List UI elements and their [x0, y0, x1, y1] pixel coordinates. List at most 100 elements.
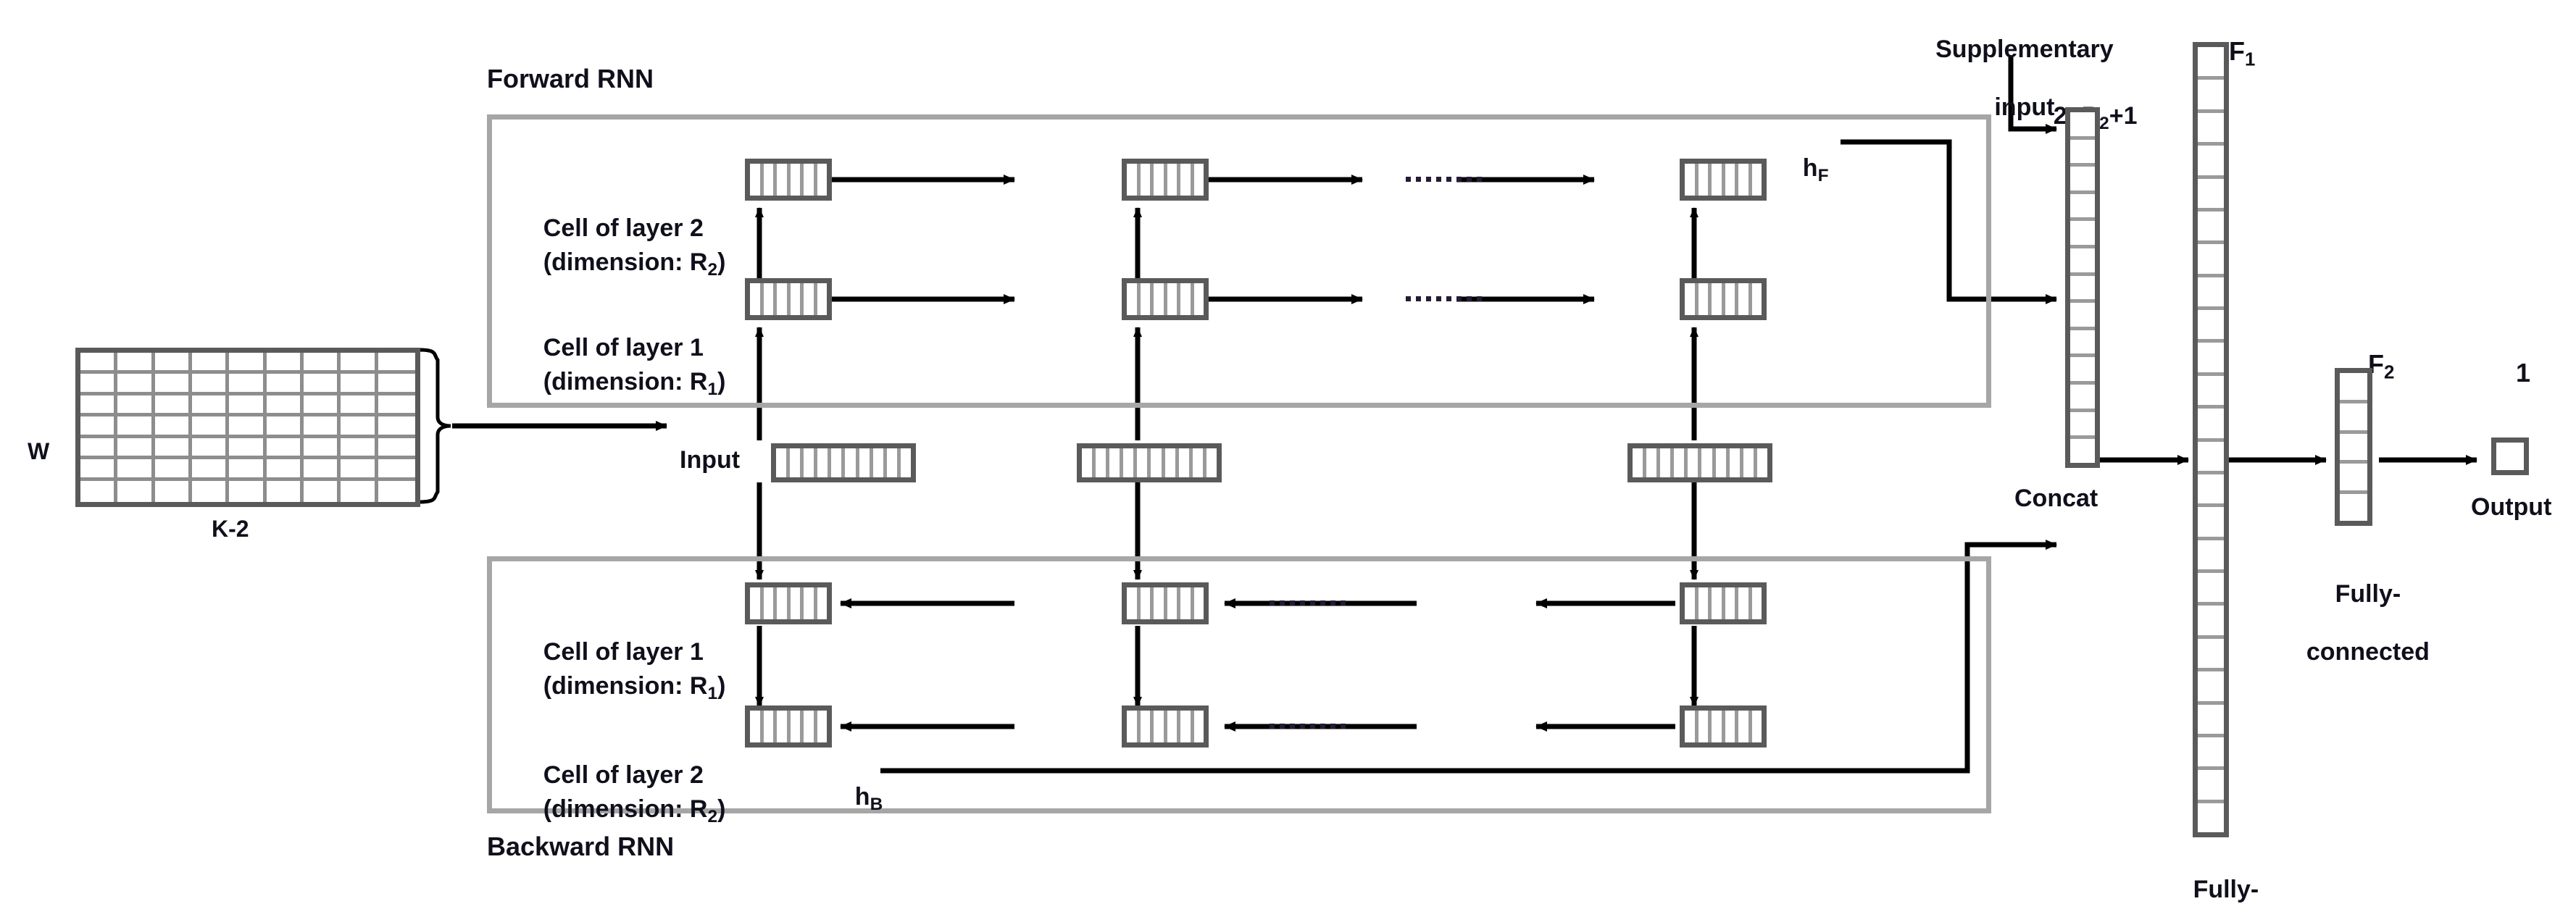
cell-unit	[1180, 164, 1194, 196]
matrix-cell	[191, 437, 230, 460]
ellipsis-dot	[1406, 177, 1411, 182]
cell-unit	[1154, 164, 1167, 196]
cell-unit	[2198, 80, 2224, 113]
matrix-cell	[266, 437, 304, 460]
cell-unit	[2198, 606, 2224, 639]
matrix-cell	[266, 416, 304, 438]
ellipsis-dot	[1477, 296, 1482, 301]
cell-unit	[1167, 711, 1180, 742]
ellipsis-dot	[1300, 724, 1305, 729]
forward-layer2-dim-sub: 2	[707, 259, 718, 280]
cell-unit	[1127, 587, 1141, 619]
matrix-brace	[418, 348, 451, 504]
cell-unit	[1167, 283, 1180, 315]
forward-layer1-dim-suffix: )	[717, 368, 726, 396]
forward-cell-layer2-t1	[745, 159, 832, 201]
cell-unit	[750, 711, 764, 742]
cell-unit	[1154, 283, 1167, 315]
cell-unit	[2198, 705, 2224, 737]
matrix-cell	[117, 353, 155, 374]
concat-caption: Concat	[2014, 485, 2098, 512]
matrix-cell	[303, 416, 341, 438]
fc1-caption: Fully- connected	[2129, 846, 2296, 917]
cell-unit	[859, 448, 873, 477]
matrix-cell	[229, 459, 267, 481]
cell-unit	[804, 587, 817, 619]
matrix-cell	[154, 374, 192, 395]
backward-layer1-dim-suffix: )	[717, 672, 726, 700]
matrix-cell	[378, 438, 415, 460]
cell-unit	[1109, 448, 1124, 477]
cell-unit	[1685, 164, 1698, 196]
matrix-cell	[378, 395, 415, 417]
fc2-caption-line1: Fully-	[2335, 580, 2401, 608]
matrix-cell	[192, 480, 230, 502]
supplementary-line1: Supplementary	[1935, 35, 2114, 64]
cell-unit	[1194, 587, 1204, 619]
matrix-cell	[229, 437, 267, 460]
input-row-label: Input	[680, 446, 741, 474]
matrix-col-label: K-2	[212, 516, 249, 542]
ellipsis-dot	[1341, 600, 1346, 606]
cell-unit	[845, 448, 859, 477]
cell-unit	[1193, 448, 1206, 477]
ellipsis-dot	[1290, 724, 1295, 729]
cell-unit	[2198, 244, 2224, 277]
forward-layer1-dimension: (dimension: R1)	[516, 338, 726, 430]
forward-cell-layer1-t1	[745, 278, 832, 320]
forward-layer2-name: Cell of layer 2	[543, 214, 704, 243]
cell-unit	[2070, 112, 2095, 140]
matrix-cell	[266, 353, 304, 374]
forward-layer2-label: Cell of layer 2	[516, 185, 704, 272]
backward-rnn-group	[487, 556, 1991, 813]
matrix-cell	[378, 374, 415, 395]
cell-unit	[2198, 737, 2224, 771]
fc1-label-sub: 1	[2245, 49, 2256, 70]
cell-unit	[1123, 448, 1138, 477]
matrix-cell	[341, 374, 378, 395]
backward-layer2-label: Cell of layer 2	[516, 732, 704, 818]
ellipsis-dot	[1406, 296, 1411, 301]
cell-unit	[2340, 403, 2367, 434]
backward-cell-layer2-tN	[1680, 705, 1767, 748]
cell-unit	[1730, 448, 1743, 477]
cell-unit	[1646, 448, 1661, 477]
cell-unit	[777, 164, 791, 196]
ellipsis-dot	[1320, 724, 1325, 729]
matrix-cell	[303, 353, 341, 374]
matrix-cell	[117, 437, 155, 460]
cell-unit	[777, 587, 791, 619]
cell-unit	[1154, 711, 1167, 742]
hF-base: h	[1802, 154, 1818, 183]
ellipsis-dot	[1290, 600, 1295, 606]
cell-unit	[1712, 587, 1725, 619]
cell-unit	[1698, 711, 1712, 742]
cell-unit	[2340, 373, 2367, 403]
cell-unit	[2070, 439, 2095, 463]
cell-unit	[2070, 303, 2095, 330]
cell-unit	[791, 164, 804, 196]
matrix-cell	[303, 437, 341, 460]
cell-unit	[873, 448, 887, 477]
cell-unit	[2070, 357, 2095, 385]
output-caption: Output	[2471, 493, 2552, 521]
matrix-cell	[229, 480, 267, 502]
cell-unit	[2340, 464, 2367, 495]
cell-unit	[1167, 587, 1180, 619]
matrix-cell	[191, 459, 230, 481]
ellipsis-dot	[1416, 177, 1421, 182]
matrix-cell	[117, 374, 155, 395]
cell-unit	[2198, 573, 2224, 606]
backward-layer2-dim-sub: 2	[707, 806, 718, 826]
cell-unit	[1701, 448, 1716, 477]
matrix-row-label: W	[28, 438, 50, 464]
backward-layer1-name: Cell of layer 1	[543, 638, 704, 666]
cell-unit	[1685, 711, 1698, 742]
cell-unit	[2070, 412, 2095, 440]
input-matrix	[75, 348, 420, 507]
matrix-cell	[341, 480, 378, 502]
matrix-cell	[191, 374, 230, 395]
cell-unit	[804, 711, 817, 742]
cell-unit	[1179, 448, 1193, 477]
matrix-cell	[154, 437, 192, 460]
